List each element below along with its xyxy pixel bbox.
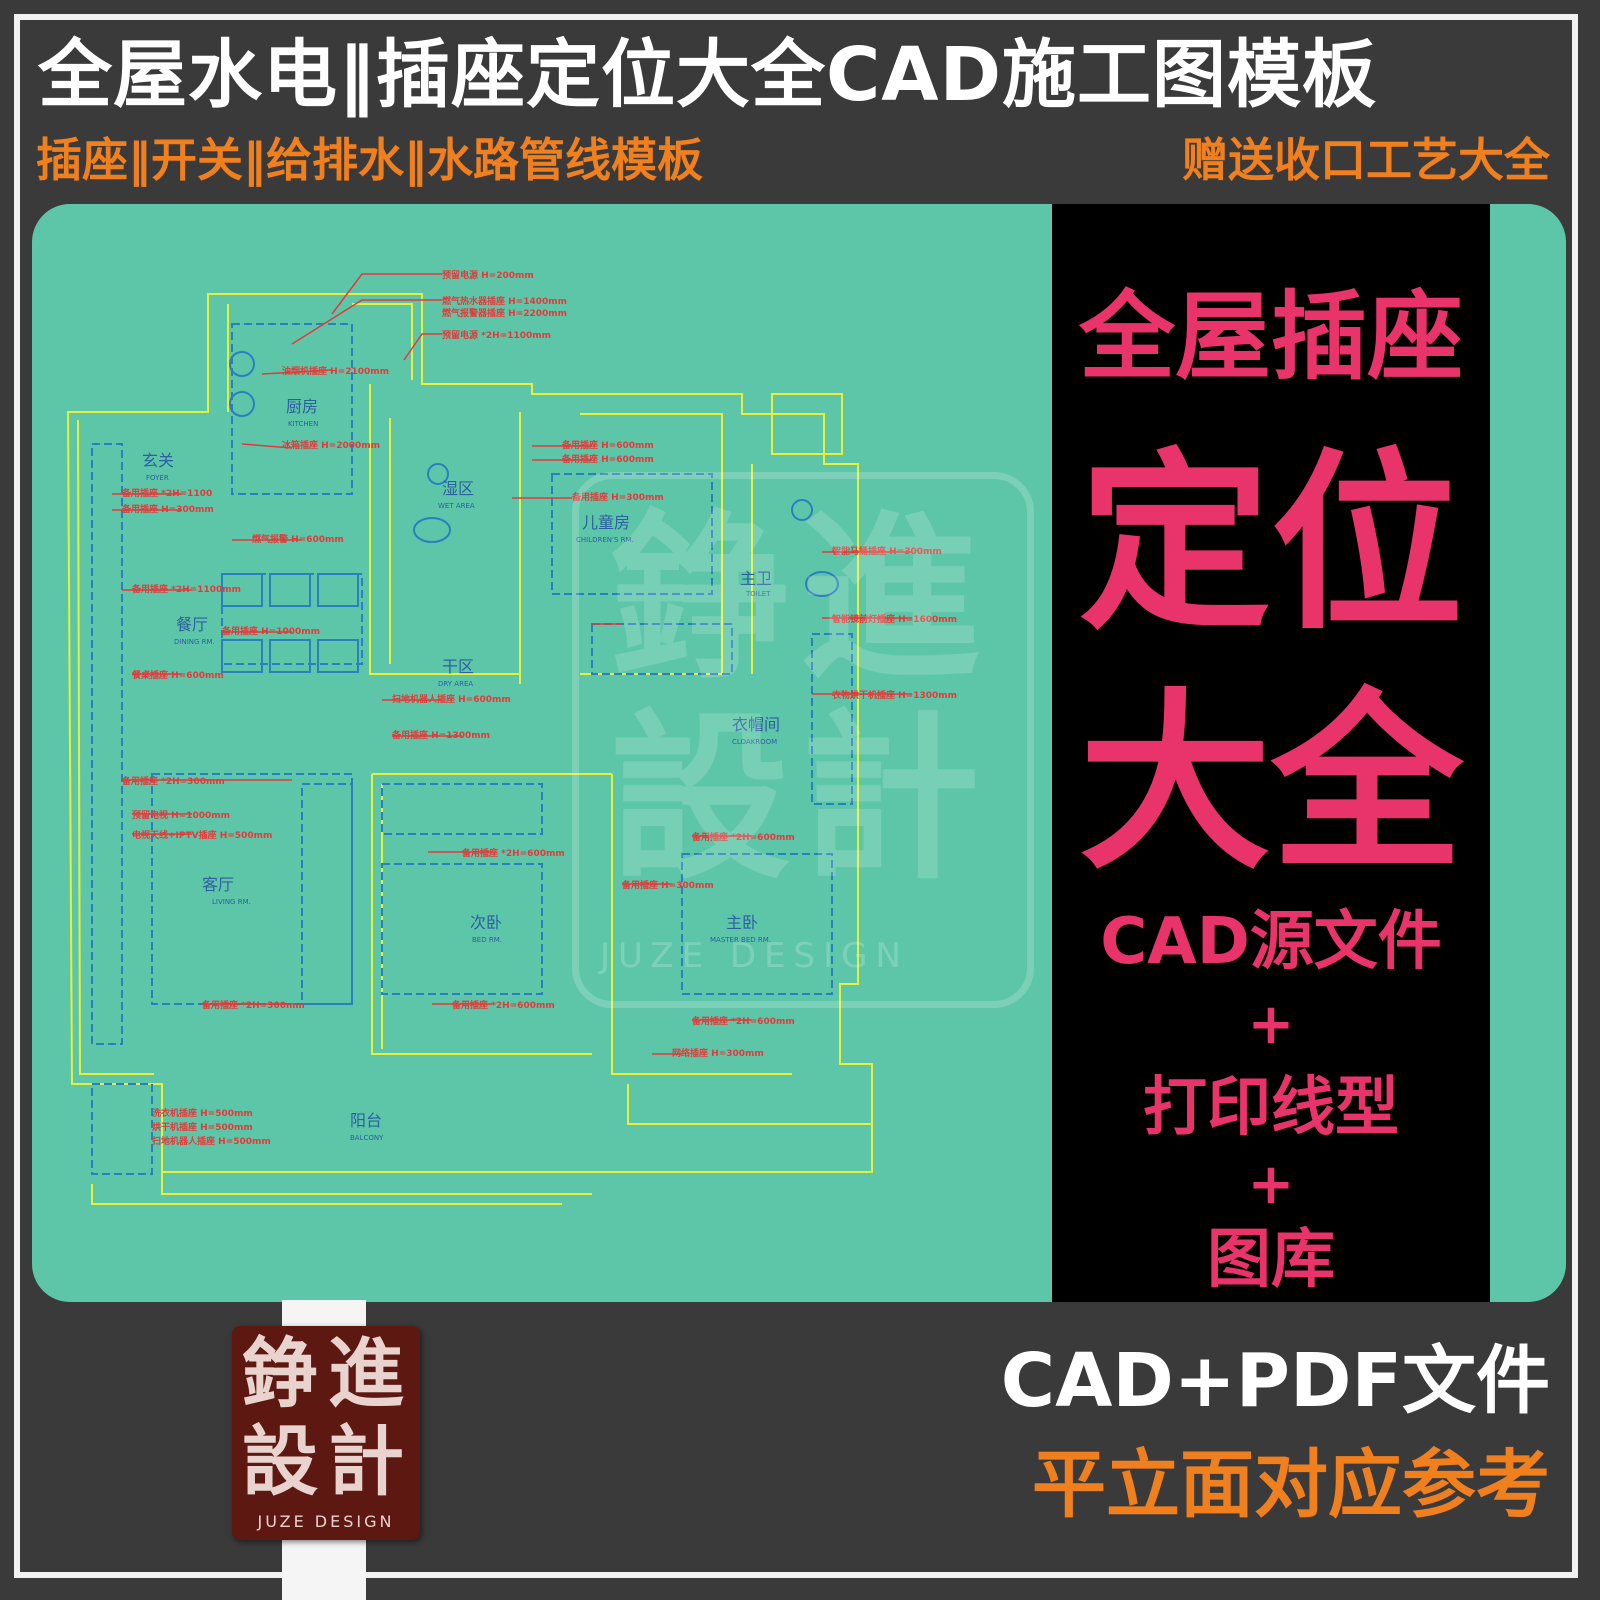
svg-text:CLOAKROOM: CLOAKROOM: [732, 738, 777, 746]
svg-text:备用插座 H=300mm: 备用插座 H=300mm: [121, 503, 214, 515]
svg-text:预留电源 H=200mm: 预留电源 H=200mm: [442, 269, 534, 281]
logo-char2: 進: [328, 1329, 404, 1418]
subtitle-left: 插座‖开关‖给排水‖水路管线模板: [36, 133, 703, 187]
svg-text:扫地机器人插座 H=600mm: 扫地机器人插座 H=600mm: [392, 693, 511, 705]
promo-line5: 打印线型: [1143, 1071, 1399, 1145]
svg-text:备用插座 H=600mm: 备用插座 H=600mm: [561, 439, 654, 451]
svg-text:备用插座 *2H=600mm: 备用插座 *2H=600mm: [461, 847, 565, 859]
watermark-frame: [572, 472, 1034, 1008]
watermark-text: 錚進設計: [610, 495, 991, 904]
svg-text:FOYER: FOYER: [146, 474, 169, 482]
poster-title: 全屋水电‖插座定位大全CAD施工图模板: [38, 32, 1378, 118]
room-label-toilet: 主卫: [740, 569, 772, 588]
svg-text:洗衣机插座 H=500mm: 洗衣机插座 H=500mm: [152, 1107, 253, 1119]
room-label-dining: 餐厅: [176, 615, 208, 634]
svg-text:备用插座 H=1300mm: 备用插座 H=1300mm: [391, 729, 490, 741]
svg-text:备用插座 *2H=600mm: 备用插座 *2H=600mm: [691, 831, 795, 843]
svg-text:智能镜前灯插座 H=1600mm: 智能镜前灯插座 H=1600mm: [832, 613, 957, 625]
logo-char3: 設: [242, 1417, 318, 1506]
promo-line6: 图库: [1207, 1223, 1335, 1297]
promo-plus1: +: [1247, 992, 1295, 1057]
svg-text:扫地机器人插座 H=500mm: 扫地机器人插座 H=500mm: [152, 1135, 271, 1147]
svg-text:备用插座 H=300mm: 备用插座 H=300mm: [621, 879, 714, 891]
promo-line2: 定位: [1079, 433, 1463, 656]
svg-text:预留电视 H=1000mm: 预留电视 H=1000mm: [132, 809, 230, 821]
room-label-master: 主卧: [726, 913, 758, 932]
svg-text:CHILDREN'S RM.: CHILDREN'S RM.: [576, 536, 634, 544]
svg-text:燃气报警器插座 H=2200mm: 燃气报警器插座 H=2200mm: [442, 307, 567, 319]
room-label-wet: 湿区: [442, 479, 474, 498]
svg-text:冰箱插座 H=2000mm: 冰箱插座 H=2000mm: [282, 439, 380, 451]
svg-text:备用插座 H=1000mm: 备用插座 H=1000mm: [221, 625, 320, 637]
room-label-dry: 干区: [442, 657, 474, 676]
svg-text:备用插座 *2H=1100: 备用插座 *2H=1100: [121, 487, 212, 499]
room-label-living: 客厅: [202, 875, 234, 894]
svg-text:备用插座 *2H=300mm: 备用插座 *2H=300mm: [121, 775, 225, 787]
svg-text:WET AREA: WET AREA: [438, 502, 475, 510]
footer-line1: CAD+PDF文件: [1000, 1338, 1550, 1424]
logo-char4: 計: [328, 1417, 404, 1506]
svg-text:燃气热水器插座 H=1400mm: 燃气热水器插座 H=1400mm: [442, 295, 567, 307]
room-label-bed: 次卧: [470, 913, 502, 932]
svg-text:备用插座 H=600mm: 备用插座 H=600mm: [561, 453, 654, 465]
svg-text:油烟机插座 H=2100mm: 油烟机插座 H=2100mm: [282, 365, 389, 377]
svg-text:DRY AREA: DRY AREA: [438, 680, 473, 688]
svg-text:KITCHEN: KITCHEN: [288, 420, 318, 428]
promo-line4: CAD源文件: [1100, 905, 1442, 979]
svg-text:备用插座 *2H=600mm: 备用插座 *2H=600mm: [691, 1015, 795, 1027]
room-label-cloak: 衣帽间: [732, 715, 780, 734]
svg-text:烘干机插座 H=500mm: 烘干机插座 H=500mm: [152, 1121, 253, 1133]
svg-text:TOILET: TOILET: [745, 590, 771, 598]
svg-text:备用插座 *2H=1100mm: 备用插座 *2H=1100mm: [131, 583, 241, 595]
svg-text:备用插座 *2H=600mm: 备用插座 *2H=600mm: [451, 999, 555, 1011]
svg-text:燃气报警 H=600mm: 燃气报警 H=600mm: [252, 533, 344, 545]
watermark-en: JUZE DESIGN: [600, 936, 909, 976]
promo-line3: 大全: [1079, 673, 1463, 896]
svg-text:LIVING RM.: LIVING RM.: [212, 898, 251, 906]
svg-text:网络插座 H=300mm: 网络插座 H=300mm: [672, 1047, 764, 1059]
room-label-balcony: 阳台: [350, 1111, 382, 1130]
logo-char1: 錚: [242, 1329, 318, 1418]
svg-text:衣物烘干机插座 H=1300mm: 衣物烘干机插座 H=1300mm: [832, 689, 957, 701]
svg-text:备用插座 *2H=300mm: 备用插座 *2H=300mm: [201, 999, 305, 1011]
logo-en: JUZE DESIGN: [257, 1512, 395, 1531]
floorplan-drawing: 预留电源 H=200mm 燃气热水器插座 H=1400mm 燃气报警器插座 H=2…: [66, 269, 957, 1205]
poster-border: [14, 14, 1578, 1578]
svg-text:餐桌插座 H=600mm: 餐桌插座 H=600mm: [131, 669, 224, 681]
promo-band: [1052, 204, 1490, 1302]
svg-text:DINING RM.: DINING RM.: [174, 638, 215, 646]
svg-text:预留电源 *2H=1100mm: 预留电源 *2H=1100mm: [442, 329, 551, 341]
brand-logo: 錚 進 設 計 JUZE DESIGN: [232, 1326, 420, 1540]
footer-line2: 平立面对应参考: [1032, 1442, 1550, 1528]
promo-line1: 全屋插座: [1079, 281, 1463, 393]
subtitle-right: 赠送收口工艺大全: [1182, 133, 1550, 187]
svg-text:智能马桶插座 H=300mm: 智能马桶插座 H=300mm: [832, 545, 942, 557]
svg-text:BALCONY: BALCONY: [350, 1134, 384, 1142]
room-label-kitchen: 厨房: [286, 397, 318, 416]
svg-text:BED RM.: BED RM.: [472, 936, 502, 944]
svg-text:电视天线+IPTV插座 H=500mm: 电视天线+IPTV插座 H=500mm: [132, 829, 272, 841]
room-label-child: 儿童房: [582, 513, 630, 532]
promo-plus2: +: [1247, 1152, 1295, 1217]
room-label-foyer: 玄关: [142, 451, 174, 470]
svg-text:MASTER BED RM.: MASTER BED RM.: [710, 936, 771, 944]
